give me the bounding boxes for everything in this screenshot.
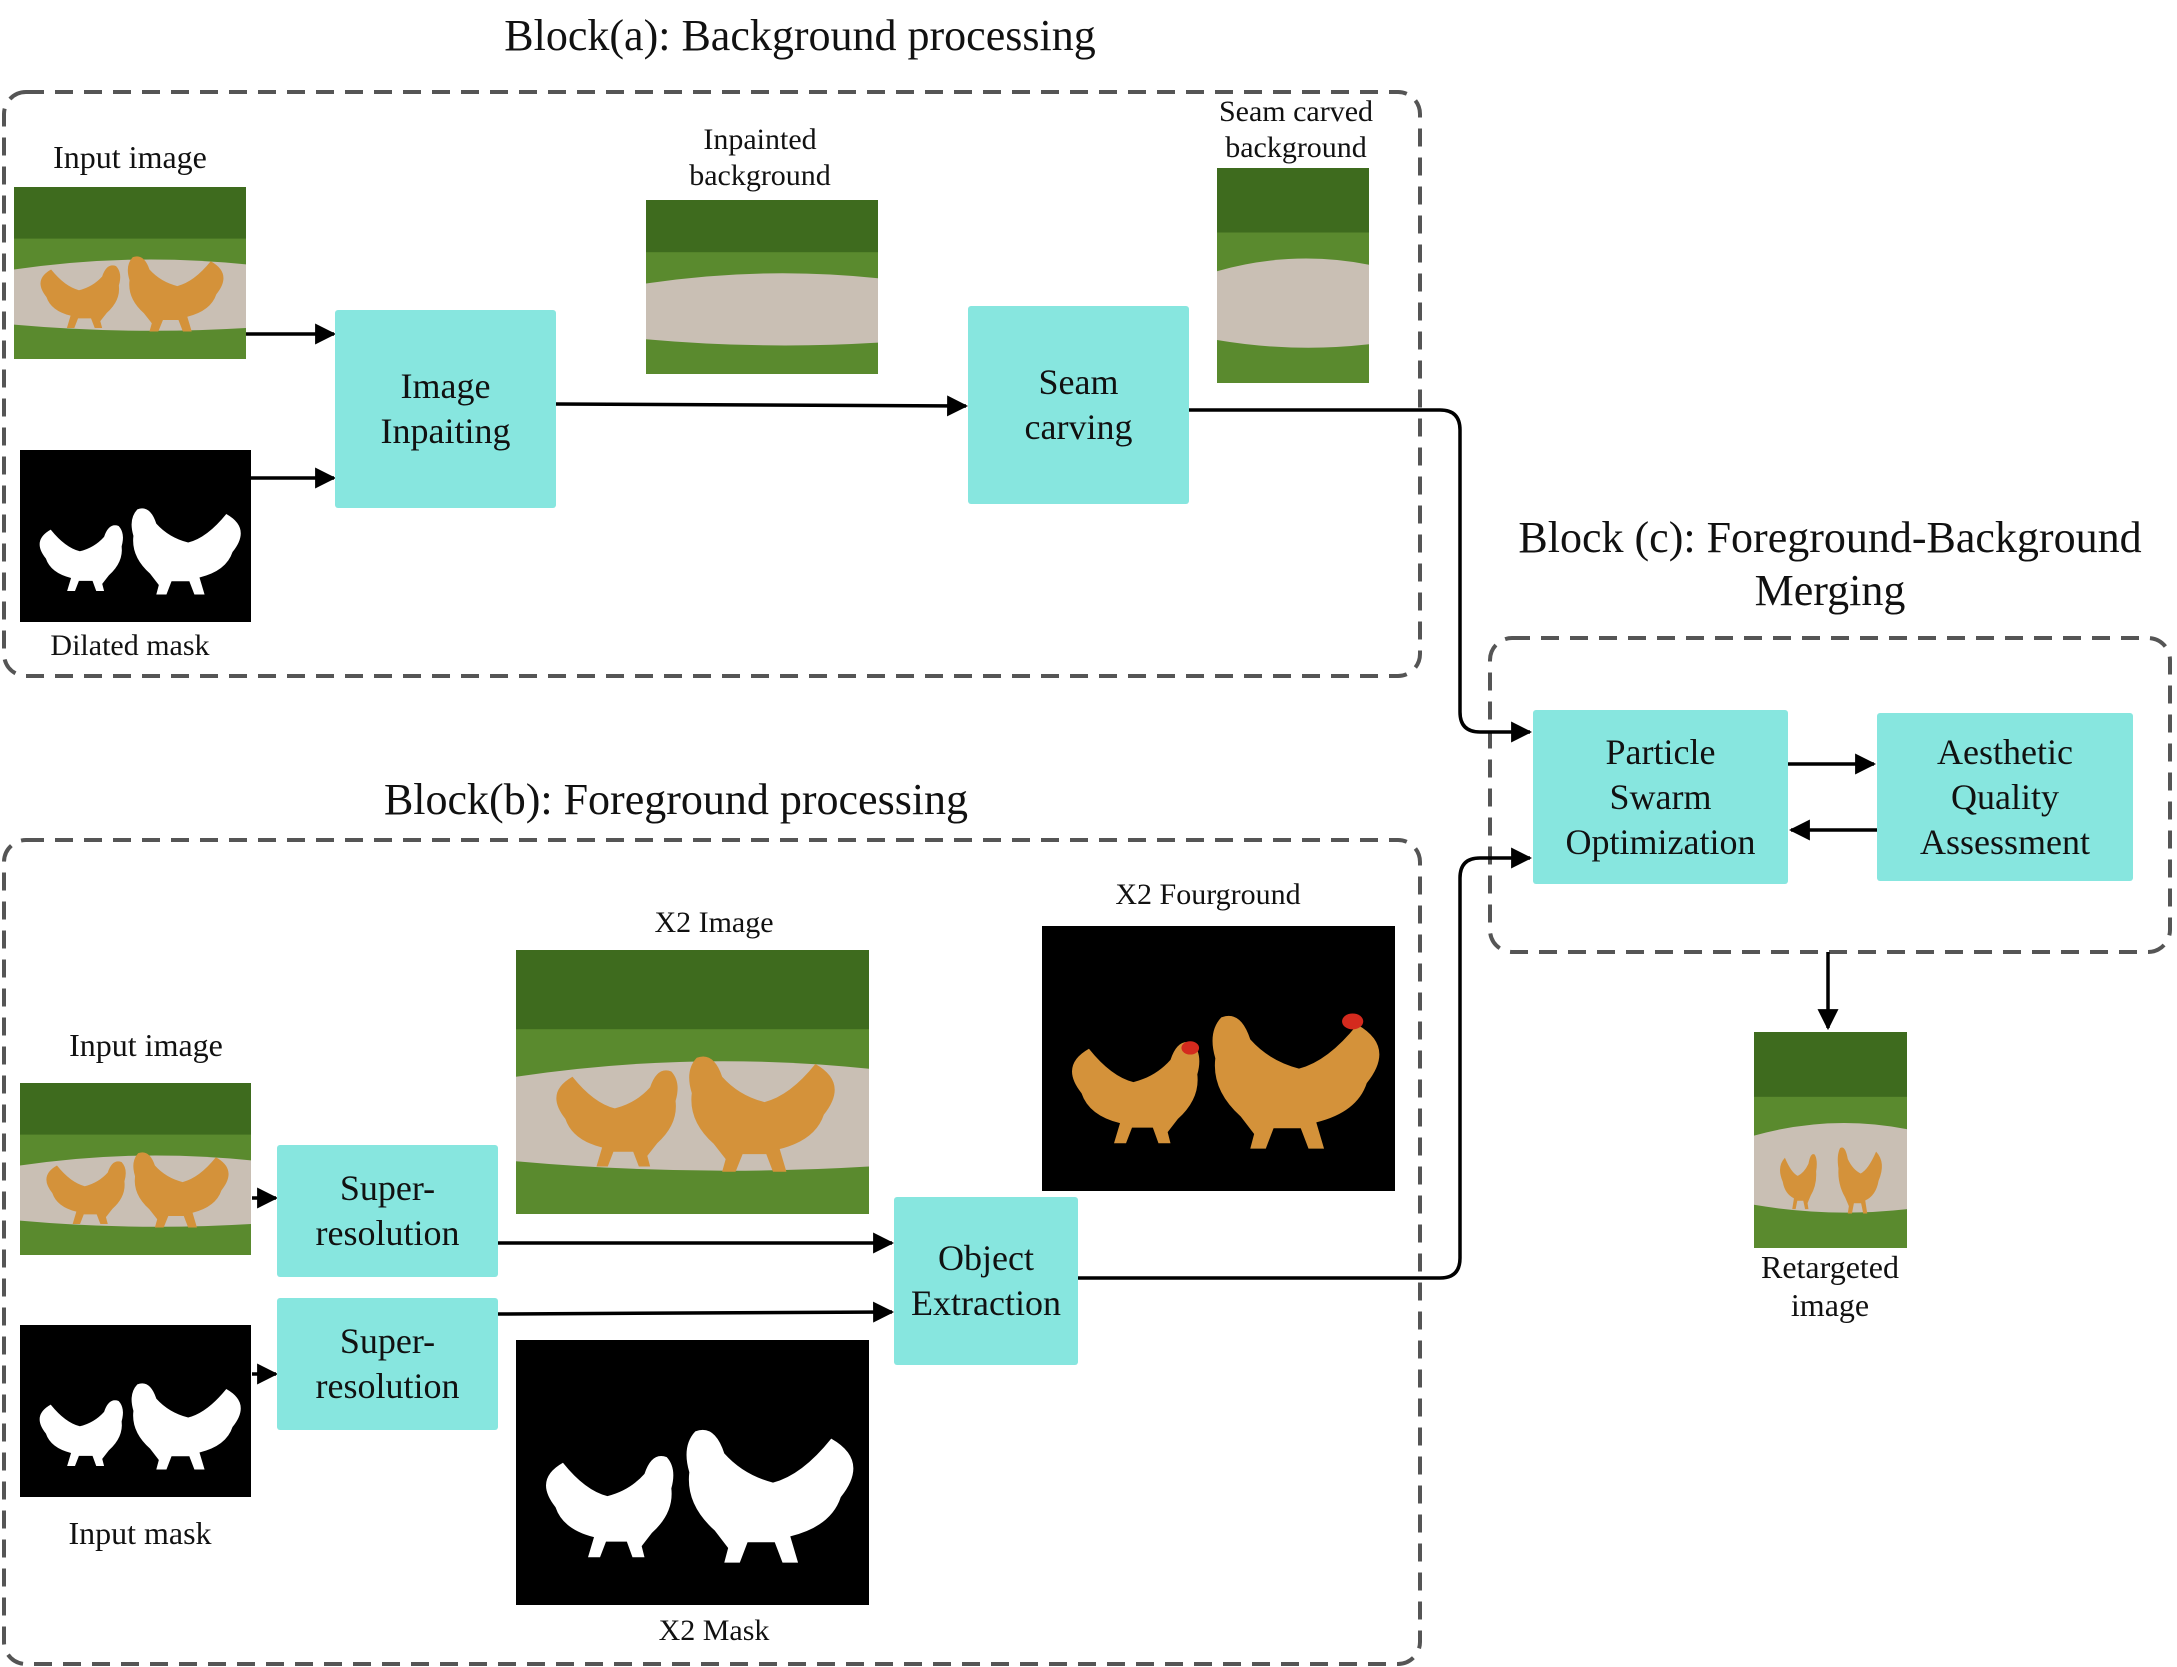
- x2-mask-label: X2 Mask: [658, 1614, 770, 1647]
- inpainted-background-image-graphic: [646, 200, 878, 374]
- dilated-mask-image-graphic: [20, 450, 251, 622]
- a-input-image-graphic: [14, 187, 246, 359]
- block-c-border: [1488, 636, 2172, 954]
- aesthetic-quality-label: Aesthetic Quality Assessment: [1920, 731, 2090, 862]
- seam-carving-box: Seam carving: [968, 306, 1189, 504]
- input-mask-label: Input mask: [68, 1515, 212, 1551]
- retargeted-image: [1754, 1032, 1907, 1248]
- object-extraction-label: Object Extraction: [911, 1238, 1061, 1323]
- image-inpainting-box: Image Inpaiting: [335, 310, 556, 508]
- a-input-image: [14, 187, 246, 359]
- block-b-title: Block(b): Foreground processing: [383, 775, 969, 824]
- pso-label: Particle Swarm Optimization: [1565, 731, 1756, 862]
- super-resolution-image-box: Super- resolution: [277, 1145, 498, 1277]
- x2-mask-image: [516, 1340, 869, 1605]
- arrow-extraction-to-pso: [1078, 847, 1533, 1280]
- aesthetic-quality-box: Aesthetic Quality Assessment: [1877, 713, 2133, 881]
- super-resolution-image-label: Super- resolution: [315, 1168, 460, 1253]
- object-extraction-box: Object Extraction: [894, 1197, 1078, 1365]
- inpainted-background-image: [646, 200, 878, 374]
- seam-carved-background-label: Seam carved background: [1218, 95, 1374, 164]
- x2-image: [516, 950, 869, 1214]
- x2-image-graphic: [516, 950, 869, 1214]
- b-input-image-label: Input image: [69, 1027, 223, 1063]
- b-input-image-graphic: [20, 1083, 251, 1255]
- super-resolution-mask-box: Super- resolution: [277, 1298, 498, 1430]
- x2-foreground-label: X2 Fourground: [1115, 878, 1301, 911]
- x2-foreground-image-graphic: [1042, 926, 1395, 1191]
- retargeted-image-label: Retargeted image: [1760, 1249, 1899, 1324]
- dilated-mask-image: [20, 450, 251, 622]
- block-a-title: Block(a): Background processing: [504, 11, 1096, 60]
- seam-carved-background-image-graphic: [1217, 168, 1369, 383]
- dilated-mask-label: Dilated mask: [50, 629, 210, 662]
- inpainted-background-label: Inpainted background: [689, 123, 831, 192]
- input-mask-image: [20, 1325, 251, 1497]
- x2-image-label: X2 Image: [654, 906, 774, 939]
- x2-foreground-image: [1042, 926, 1395, 1191]
- seam-carved-background-image: [1217, 168, 1369, 383]
- arrow-inpainting-to-seam: [554, 395, 969, 417]
- b-input-image: [20, 1083, 251, 1255]
- retargeted-image-graphic: [1754, 1032, 1907, 1248]
- arrow-seam-to-pso: [1187, 408, 1533, 743]
- super-resolution-mask-label: Super- resolution: [315, 1321, 460, 1406]
- pso-box: Particle Swarm Optimization: [1533, 710, 1788, 884]
- seam-carving-label: Seam carving: [1024, 362, 1133, 447]
- arrow-superres-to-extraction-2: [497, 1301, 895, 1323]
- block-a-border: [2, 90, 1422, 678]
- input-mask-image-graphic: [20, 1325, 251, 1497]
- block-c-title: Block (c): Foreground-Background Merging: [1518, 513, 2142, 615]
- x2-mask-image-graphic: [516, 1340, 869, 1605]
- block-b-border: [2, 838, 1422, 1666]
- a-input-image-label: Input image: [53, 139, 207, 175]
- image-inpainting-label: Image Inpaiting: [380, 366, 511, 451]
